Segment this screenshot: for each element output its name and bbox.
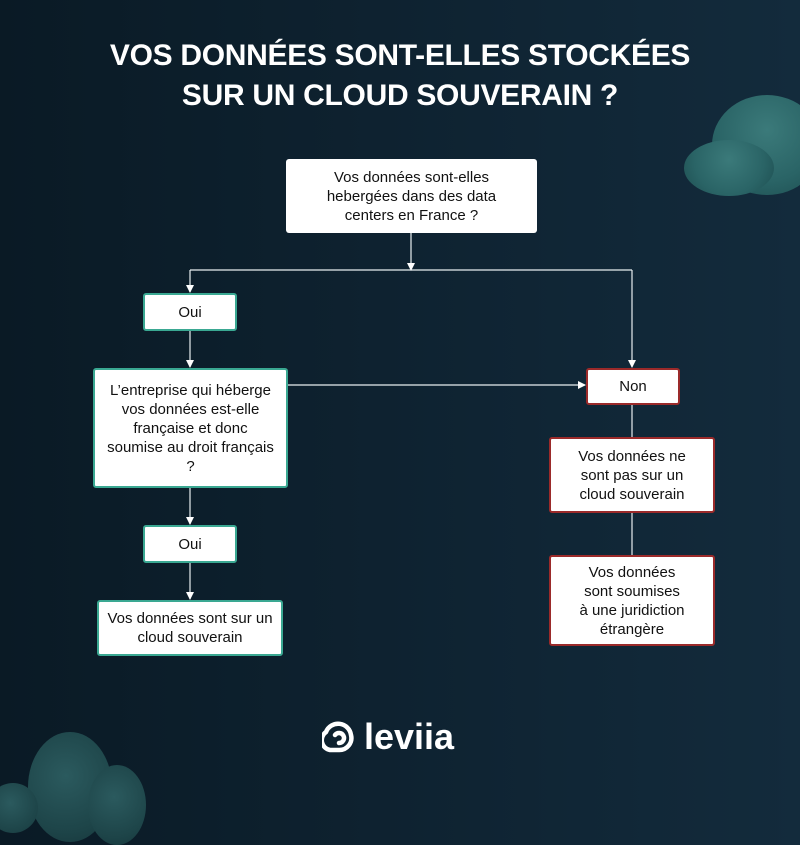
yes-label: Oui (178, 535, 202, 553)
question-french-company: L’entreprise qui héberge vos données est… (93, 368, 288, 488)
yes-box-2: Oui (143, 525, 237, 563)
spiral-logo-icon (322, 721, 354, 753)
no-box: Non (586, 368, 680, 405)
brand-name: leviia (364, 716, 455, 757)
title-line-1: VOS DONNÉES SONT-ELLES STOCKÉES (109, 39, 691, 72)
question-text: Vos données sont-elles hebergées dans de… (326, 168, 497, 224)
yes-box-1: Oui (143, 293, 237, 331)
brand-logo: leviia (322, 716, 454, 758)
result-text: Vos données sont sur un cloud souverain (107, 610, 273, 646)
cloud-decoration (684, 140, 774, 196)
result-foreign-jurisdiction: Vos données sont soumises à une juridict… (549, 555, 715, 646)
result-text: Vos données ne sont pas sur un cloud sou… (578, 447, 686, 503)
no-label: Non (619, 378, 647, 395)
question-text: L’entreprise qui héberge vos données est… (107, 381, 274, 475)
result-text: Vos données sont soumises à une juridict… (579, 563, 685, 638)
page-title: VOS DONNÉES SONT-ELLES STOCKÉES SUR UN C… (0, 36, 800, 116)
question-datacenter-france: Vos données sont-elles hebergées dans de… (286, 159, 537, 233)
title-line-2: SUR UN CLOUD SOUVERAIN ? (181, 79, 619, 112)
connectors (186, 232, 636, 600)
yes-label: Oui (178, 303, 202, 321)
result-not-sovereign: Vos données ne sont pas sur un cloud sou… (549, 437, 715, 513)
result-sovereign-cloud: Vos données sont sur un cloud souverain (97, 600, 283, 656)
